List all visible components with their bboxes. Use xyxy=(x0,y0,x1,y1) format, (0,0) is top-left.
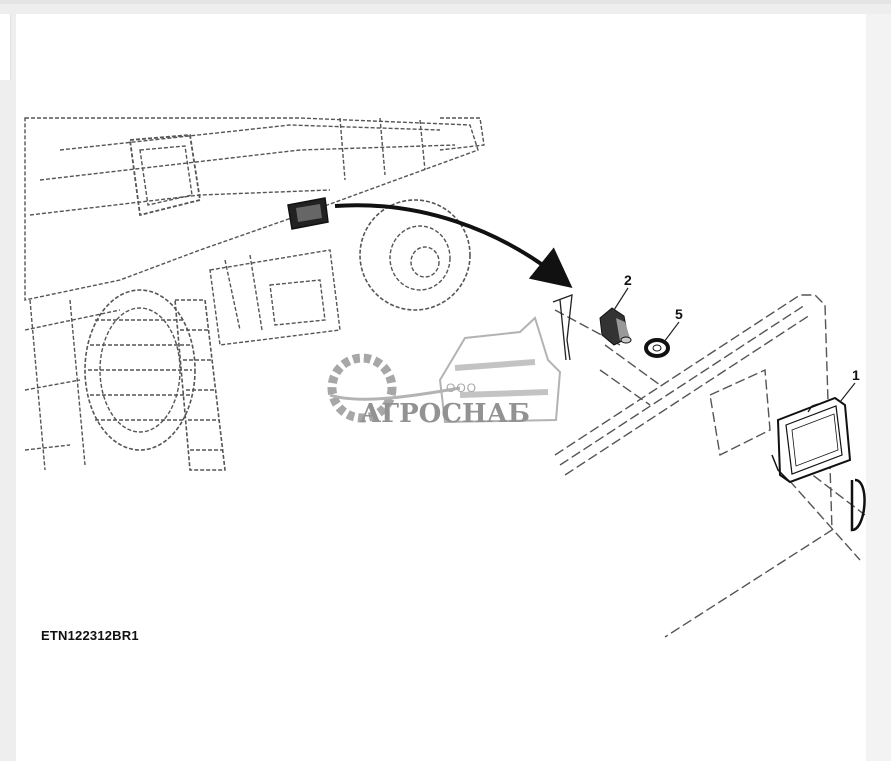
left-sidebar-edge xyxy=(0,14,11,80)
gear-combine-logo-icon xyxy=(327,316,562,424)
location-arrow xyxy=(334,203,573,288)
callout-1: 1 xyxy=(852,367,860,383)
watermark: ООО АГРОСНАБ xyxy=(327,316,562,429)
top-bar xyxy=(0,0,891,4)
callout-leaders xyxy=(613,287,856,403)
light-location-marker xyxy=(287,197,329,230)
watermark-prefix: ООО xyxy=(446,381,477,395)
figure-code: ETN122312BR1 xyxy=(41,628,139,643)
callout-2: 2 xyxy=(624,272,632,288)
part-1-work-light xyxy=(771,396,866,532)
watermark-company-name: АГРОСНАБ xyxy=(360,399,530,429)
combine-harvester-illustration xyxy=(24,117,485,471)
bracket-part xyxy=(552,294,573,361)
right-page-edge xyxy=(866,14,891,761)
callout-5: 5 xyxy=(675,306,683,322)
part-2-bulb-socket xyxy=(599,307,632,346)
part-5-seal-ring xyxy=(644,338,670,358)
